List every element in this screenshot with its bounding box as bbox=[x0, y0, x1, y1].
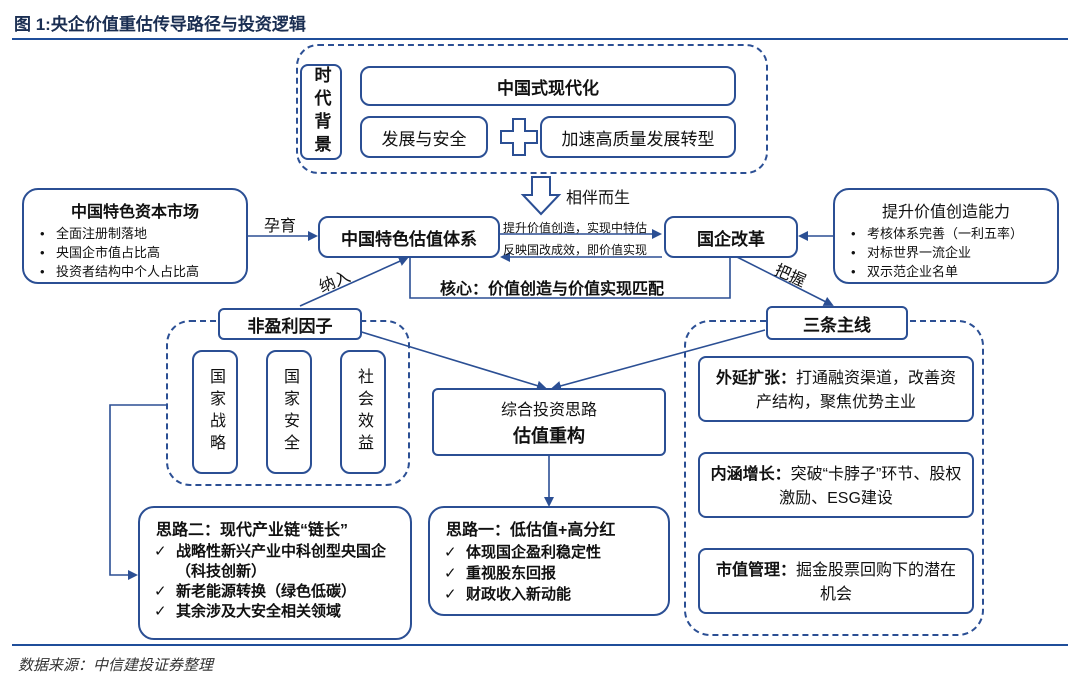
expansion-head: 外延扩张： bbox=[715, 370, 796, 387]
market-cap-body: 掘金股票回购下的潜在机会 bbox=[796, 562, 957, 603]
development-box: 发展与安全 bbox=[360, 116, 488, 158]
era-label: 时代背景 bbox=[311, 66, 331, 158]
non-profit-item-label: 社会效益 bbox=[355, 368, 372, 456]
mid-text-1: 提升价值创造，实现中特估 bbox=[503, 221, 648, 235]
idea1-item: 体现国企盈利稳定性 bbox=[440, 542, 658, 563]
nurture-label: 孕育 bbox=[264, 218, 297, 235]
non-profit-item-label: 国家战略 bbox=[207, 368, 224, 456]
strategy-line2: 估值重构 bbox=[513, 426, 585, 446]
market-item: 全面注册制落地 bbox=[34, 224, 236, 243]
arrow-tl-strategy bbox=[551, 329, 766, 391]
internal-body: 突破“卡脖子”环节、股权激励、ESG建设 bbox=[779, 466, 962, 507]
ability-item: 对标世界一流企业 bbox=[845, 243, 1047, 262]
ability-title: 提升价值创造能力 bbox=[881, 204, 1010, 221]
valuation-system-box: 中国特色估值体系 bbox=[318, 216, 500, 258]
arrow-include bbox=[299, 256, 409, 307]
top-rule bbox=[12, 38, 1068, 40]
plus-icon bbox=[498, 116, 540, 158]
market-cap-head: 市值管理： bbox=[715, 562, 796, 579]
hollow-down-arrow bbox=[520, 176, 562, 216]
expansion-body: 打通融资渠道，改善资产结构，聚焦优势主业 bbox=[755, 370, 957, 411]
ability-box: 提升价值创造能力 考核体系完善（一利五率） 对标世界一流企业 双示范企业名单 bbox=[833, 188, 1059, 284]
soe-reform-box: 国企改革 bbox=[664, 216, 798, 258]
idea1-item: 重视股东回报 bbox=[440, 563, 658, 584]
era-label-box: 时代背景 bbox=[300, 64, 342, 160]
bottom-rule bbox=[12, 644, 1068, 646]
market-cap-box: 市值管理：掘金股票回购下的潜在机会 bbox=[698, 548, 974, 614]
idea2-item: 新老能源转换（绿色低碳） bbox=[150, 582, 400, 602]
source-note: 数据来源：中信建投证券整理 bbox=[18, 656, 214, 674]
market-item: 投资者结构中个人占比高 bbox=[34, 262, 236, 281]
mid-text-2: 反映国改成效，即价值实现 bbox=[503, 243, 648, 257]
strategy-line1: 综合投资思路 bbox=[500, 402, 597, 419]
idea2-item: 战略性新兴产业中科创型央国企（科技创新） bbox=[150, 542, 400, 582]
market-title: 中国特色资本市场 bbox=[70, 204, 199, 221]
non-profit-item-social: 社会效益 bbox=[340, 350, 386, 474]
figure-title: 图 1:央企价值重估传导路径与投资逻辑 bbox=[14, 15, 306, 34]
idea2-title: 思路二：现代产业链“链长” bbox=[156, 522, 349, 539]
expansion-box: 外延扩张：打通融资渠道，改善资产结构，聚焦优势主业 bbox=[698, 356, 974, 422]
ability-item: 考核体系完善（一利五率） bbox=[845, 224, 1047, 243]
market-item: 央国企市值占比高 bbox=[34, 243, 236, 262]
non-profit-item-strategy: 国家战略 bbox=[192, 350, 238, 474]
arrow-np-idea2 bbox=[109, 404, 166, 580]
market-box: 中国特色资本市场 全面注册制落地 央国企市值占比高 投资者结构中个人占比高 bbox=[22, 188, 248, 284]
non-profit-title: 非盈利因子 bbox=[218, 308, 362, 340]
accompany-label: 相伴而生 bbox=[566, 190, 631, 207]
non-profit-item-label: 国家安全 bbox=[281, 368, 298, 456]
idea2-item: 其余涉及大安全相关领域 bbox=[150, 602, 400, 622]
three-lines-title: 三条主线 bbox=[766, 306, 908, 340]
idea2-box: 思路二：现代产业链“链长” 战略性新兴产业中科创型央国企（科技创新） 新老能源转… bbox=[138, 506, 412, 640]
transformation-box: 加速高质量发展转型 bbox=[540, 116, 736, 158]
strategy-box: 综合投资思路 估值重构 bbox=[432, 388, 666, 456]
non-profit-item-security: 国家安全 bbox=[266, 350, 312, 474]
internal-growth-box: 内涵增长：突破“卡脖子”环节、股权激励、ESG建设 bbox=[698, 452, 974, 518]
core-bracket bbox=[409, 252, 731, 299]
ability-item: 双示范企业名单 bbox=[845, 262, 1047, 281]
modernization-box: 中国式现代化 bbox=[360, 66, 736, 106]
idea1-box: 思路一：低估值+高分红 体现国企盈利稳定性 重视股东回报 财政收入新动能 bbox=[428, 506, 670, 616]
era-group bbox=[296, 44, 768, 174]
idea1-title: 思路一：低估值+高分红 bbox=[446, 522, 616, 539]
internal-head: 内涵增长： bbox=[710, 466, 791, 483]
idea1-item: 财政收入新动能 bbox=[440, 584, 658, 605]
arrow-grasp bbox=[734, 255, 834, 306]
core-label: 核心：价值创造与价值实现匹配 bbox=[440, 281, 665, 298]
